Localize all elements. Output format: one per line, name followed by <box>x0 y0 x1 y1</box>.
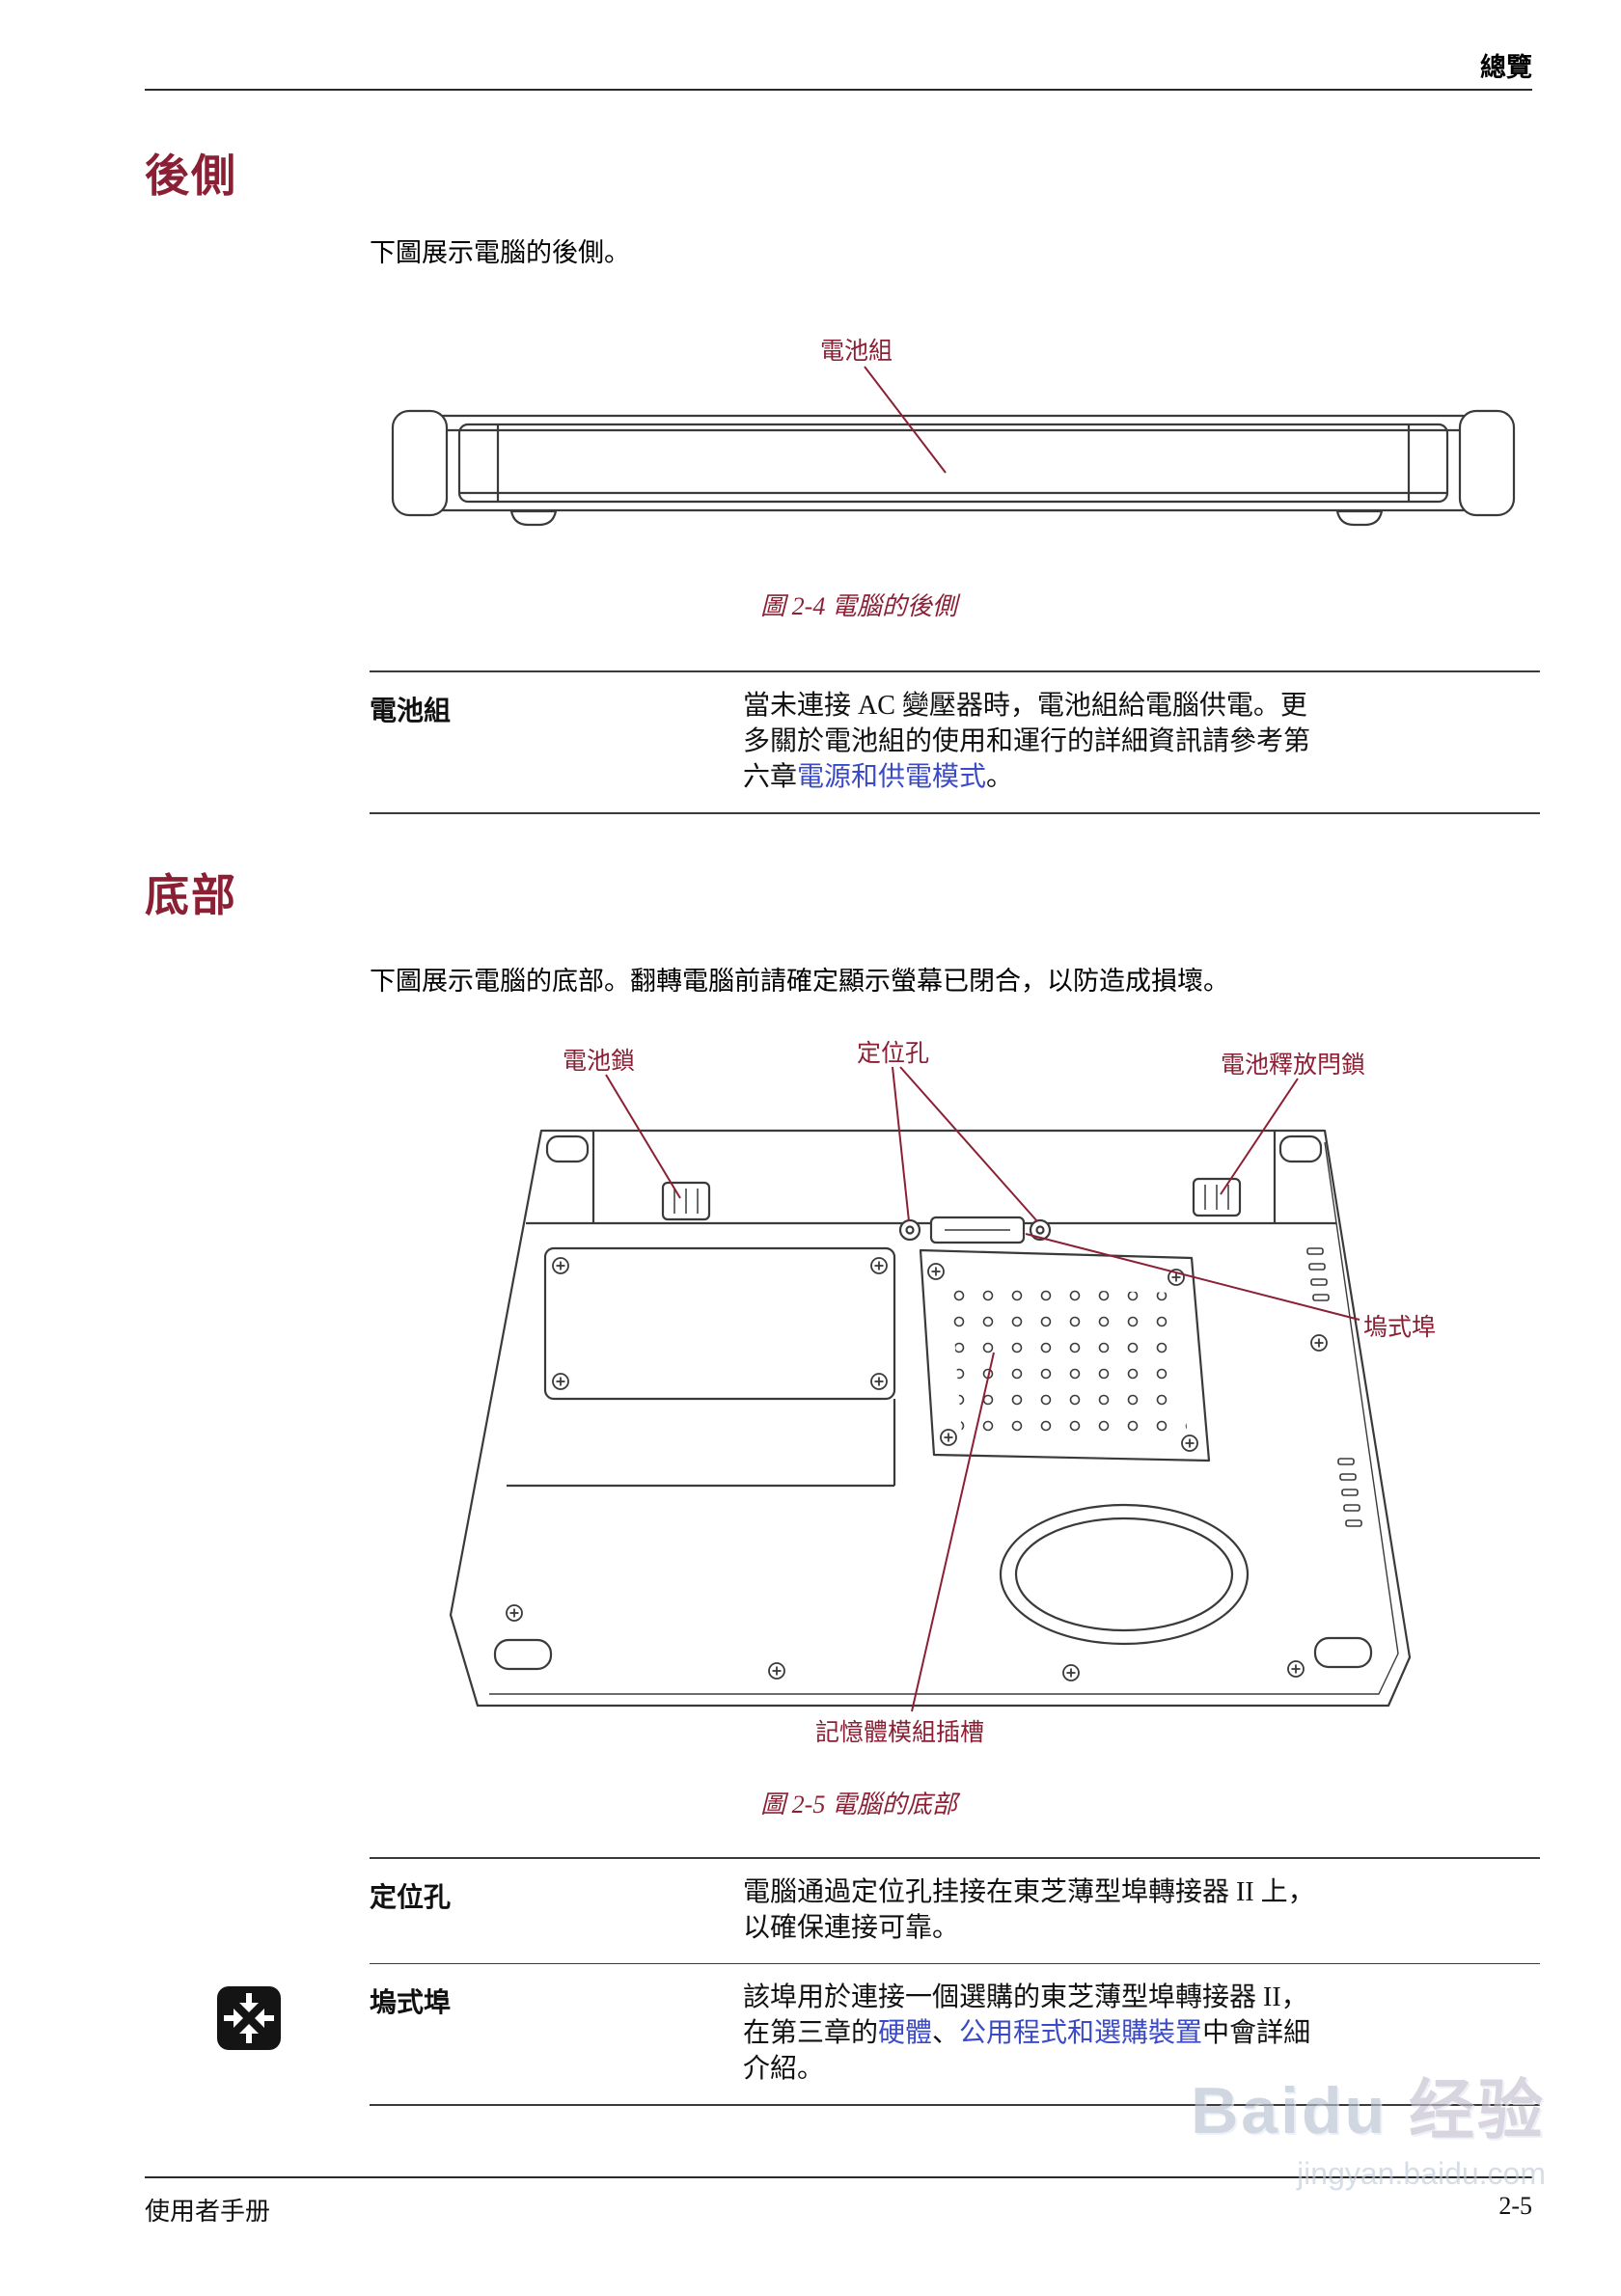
label-battery-release-latch: 電池釋放閂鎖 <box>1221 1052 1366 1079</box>
term-docking-port: 塢式埠 <box>370 1988 452 2018</box>
bottom-intro: 下圖展示電腦的底部。翻轉電腦前請確定顯示螢幕已閉合，以防造成損壞。 <box>370 967 1229 996</box>
watermark-url: jingyan.baidu.com <box>1297 2156 1546 2191</box>
leader-lines <box>605 1066 1360 1712</box>
label-battery-pack: 電池組 <box>820 339 893 365</box>
desc-text: 。 <box>986 762 1014 792</box>
label-docking-port: 塢式埠 <box>1363 1315 1437 1341</box>
desc-text: 、 <box>932 2018 960 2048</box>
rear-intro: 下圖展示電腦的後側。 <box>370 238 630 267</box>
utilities-options-link[interactable]: 公用程式和選購裝置 <box>959 2018 1203 2048</box>
bottom-figure: 電池鎖 定位孔 電池釋放閂鎖 塢式埠 記憶體模組插槽 <box>449 1034 1481 1775</box>
docking-port-icon <box>217 1986 281 2050</box>
page-header: 總覽 <box>1480 53 1532 82</box>
watermark-brand-cn: 经验 <box>1408 2074 1546 2147</box>
desc-positioning-holes: 電腦通過定位孔挂接在東芝薄型埠轉接器 II 上， 以確保連接可靠。 <box>743 1877 1315 1943</box>
desc-text: 中會詳細 介紹。 <box>743 2018 1311 2084</box>
watermark: Baidu 经验 jingyan.baidu.com <box>1191 2057 1546 2192</box>
footer-page-number: 2-5 <box>1498 2192 1532 2220</box>
watermark-brand: Baidu <box>1191 2074 1388 2147</box>
desc-docking-port: 該埠用於連接一個選購的東芝薄型埠轉接器 II， 在第三章的硬體、公用程式和選購裝… <box>743 1980 1540 2087</box>
leader-line-battery-pack <box>864 366 947 474</box>
figure-caption-2-5: 圖 2-5 電腦的底部 <box>760 1790 957 1818</box>
term-positioning-holes: 定位孔 <box>370 1883 452 1913</box>
power-modes-link[interactable]: 電源和供電模式 <box>797 762 987 792</box>
label-positioning-holes: 定位孔 <box>857 1041 930 1067</box>
section-heading-rear: 後側 <box>145 151 237 201</box>
hardware-chapter-link[interactable]: 硬體 <box>878 2018 933 2048</box>
desc-text: 當未連接 AC 變壓器時，電池組給電腦供電。更 多關於電池組的使用和運行的詳細資… <box>743 691 1311 792</box>
footer-manual-title: 使用者手册 <box>145 2198 271 2226</box>
header-rule <box>145 89 1532 91</box>
spec-table-bottom: 定位孔 電腦通過定位孔挂接在東芝薄型埠轉接器 II 上， 以確保連接可靠。 塢式… <box>370 1857 1540 2106</box>
rear-figure: 電池組 <box>367 318 1540 581</box>
desc-battery-pack: 當未連接 AC 變壓器時，電池組給電腦供電。更 多關於電池組的使用和運行的詳細資… <box>743 688 1540 795</box>
spec-table-rear: 電池組 當未連接 AC 變壓器時，電池組給電腦供電。更 多關於電池組的使用和運行… <box>370 670 1540 814</box>
label-battery-lock: 電池鎖 <box>563 1049 636 1075</box>
desc-text: 該埠用於連接一個選購的東芝薄型埠轉接器 II， 在第三章的 <box>743 1982 1308 2048</box>
table-row: 塢式埠 該埠用於連接一個選購的東芝薄型埠轉接器 II， 在第三章的硬體、公用程式… <box>370 1963 1540 2104</box>
rear-view-drawing <box>391 366 1516 527</box>
label-memory-module-slot: 記憶體模組插槽 <box>815 1720 985 1746</box>
table-row: 定位孔 電腦通過定位孔挂接在東芝薄型埠轉接器 II 上， 以確保連接可靠。 <box>370 1859 1540 1963</box>
footer-rule <box>145 2176 1532 2178</box>
section-heading-bottom: 底部 <box>145 871 237 920</box>
bottom-view-drawing <box>449 1066 1412 1712</box>
term-battery-pack: 電池組 <box>370 697 452 726</box>
figure-caption-2-4: 圖 2-4 電腦的後側 <box>760 592 957 620</box>
table-row: 電池組 當未連接 AC 變壓器時，電池組給電腦供電。更 多關於電池組的使用和運行… <box>370 672 1540 812</box>
